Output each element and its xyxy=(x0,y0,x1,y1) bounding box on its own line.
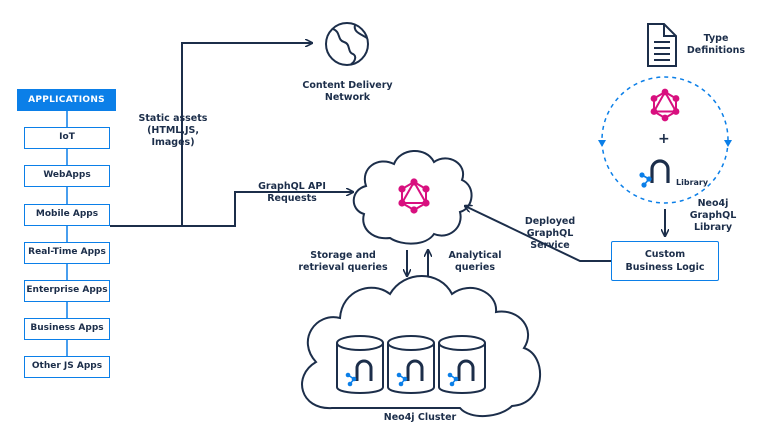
app-to-cdn-arrow xyxy=(110,43,312,227)
graphql-cloud xyxy=(352,150,473,245)
library-badge-label: Library xyxy=(676,178,709,187)
app-item-other-js-apps: Other JS Apps xyxy=(24,356,110,378)
custom-business-logic-box: Custom Business Logic xyxy=(611,241,719,281)
plus-sign: + xyxy=(658,131,670,147)
app-item-iot: IoT xyxy=(24,127,110,149)
static-assets-label: Static assets (HTML,JS, Images) xyxy=(138,113,208,148)
neo4j-icon-db2 xyxy=(396,359,424,387)
deployed-service-label: Deployed GraphQL Service xyxy=(524,216,576,251)
applications-header: APPLICATIONS xyxy=(17,89,116,111)
graphql-logo-library xyxy=(650,88,680,122)
cdn-label: Content Delivery Network xyxy=(302,80,393,103)
neo4j-graphql-library-label: Neo4j GraphQL Library xyxy=(689,198,737,233)
app-item-enterprise-apps: Enterprise Apps xyxy=(24,280,110,302)
deployed-service-arrow xyxy=(465,206,611,262)
graphql-logo-center xyxy=(398,178,430,214)
graphql-requests-label: GraphQL API Requests xyxy=(258,181,326,204)
database-icon-3 xyxy=(438,335,486,394)
globe-icon xyxy=(325,22,369,66)
document-icon xyxy=(647,23,677,67)
app-item-mobile-apps: Mobile Apps xyxy=(24,204,110,226)
storage-queries-label: Storage and retrieval queries xyxy=(298,250,388,273)
cluster-label: Neo4j Cluster xyxy=(383,412,457,423)
neo4j-icon-library xyxy=(639,159,670,188)
neo4j-icon-db1 xyxy=(345,359,373,387)
dashed-circle-arrow-right xyxy=(724,140,732,147)
database-icon-2 xyxy=(387,335,435,394)
type-definitions-label: Type Definitions xyxy=(686,33,746,56)
dashed-circle-arrow-left xyxy=(598,140,606,147)
app-item-webapps: WebApps xyxy=(24,165,110,187)
app-to-graphql-arrow xyxy=(182,192,353,227)
neo4j-icon-db3 xyxy=(447,359,475,387)
analytical-queries-label: Analytical queries xyxy=(448,250,502,273)
app-item-real-time-apps: Real-Time Apps xyxy=(24,242,110,264)
app-item-business-apps: Business Apps xyxy=(24,318,110,340)
database-icon-1 xyxy=(336,335,384,394)
